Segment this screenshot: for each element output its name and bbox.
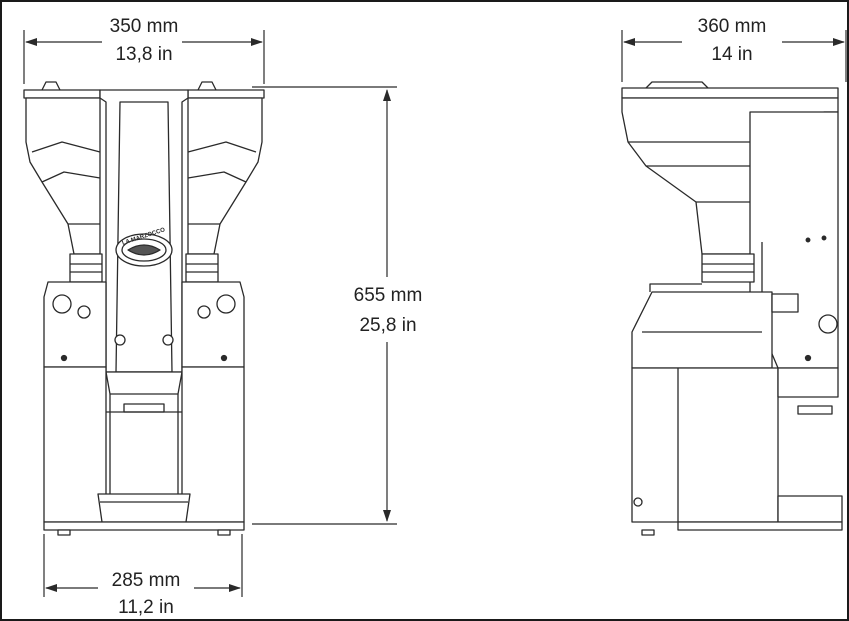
dimension-lines (23, 30, 847, 597)
side-view (621, 81, 843, 536)
width-base-metric: 285 mm (98, 569, 194, 593)
width-top-metric: 350 mm (96, 15, 192, 39)
depth-side-imperial: 14 in (682, 43, 782, 67)
height-metric: 655 mm (338, 284, 438, 308)
width-base-imperial: 11,2 in (98, 596, 194, 619)
front-view (23, 81, 265, 536)
width-top-imperial: 13,8 in (96, 43, 192, 67)
depth-side-metric: 360 mm (682, 15, 782, 39)
base-body (43, 366, 107, 523)
height-imperial: 25,8 in (338, 314, 438, 338)
center-column (99, 89, 189, 373)
